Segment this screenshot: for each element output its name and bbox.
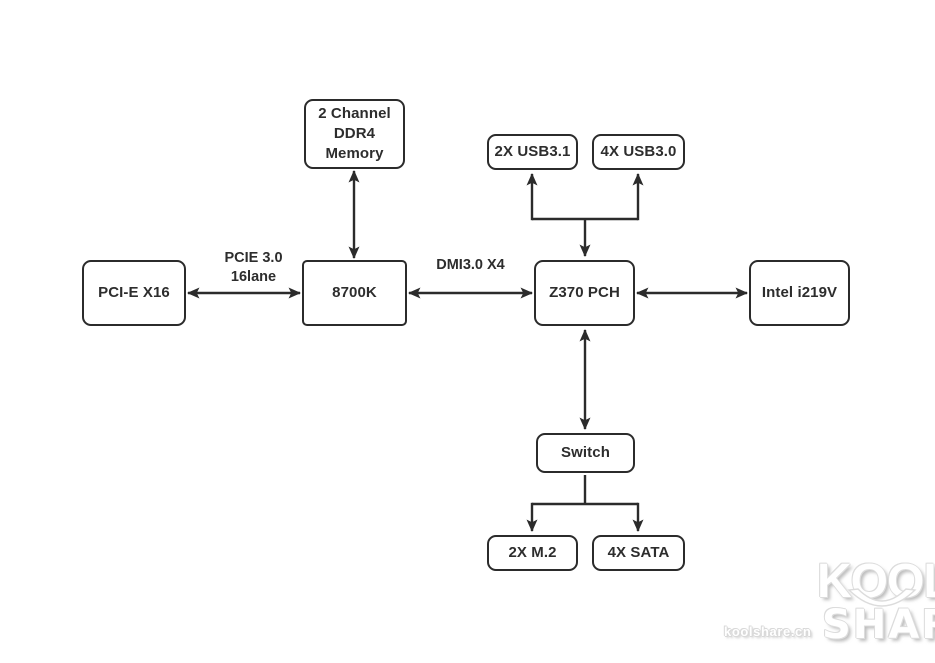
node-ddr4-memory[interactable]: 2 Channel DDR4 Memory — [304, 99, 405, 169]
node-2x-m2[interactable]: 2X M.2 — [487, 535, 578, 571]
node-cpu-8700k[interactable]: 8700K — [302, 260, 407, 326]
node-switch[interactable]: Switch — [536, 433, 635, 473]
node-2x-usb31[interactable]: 2X USB3.1 — [487, 134, 578, 170]
node-4x-sata[interactable]: 4X SATA — [592, 535, 685, 571]
node-4x-usb30[interactable]: 4X USB3.0 — [592, 134, 685, 170]
node-z370-pch[interactable]: Z370 PCH — [534, 260, 635, 326]
node-pci-e-x16[interactable]: PCI-E X16 — [82, 260, 186, 326]
edge-label-dmi-3-0-x4: DMI3.0 X4 — [436, 257, 505, 273]
node-intel-i219v[interactable]: Intel i219V — [749, 260, 850, 326]
edge-label-pcie-3-0-16lane: PCIE 3.0 16lane — [224, 250, 283, 285]
